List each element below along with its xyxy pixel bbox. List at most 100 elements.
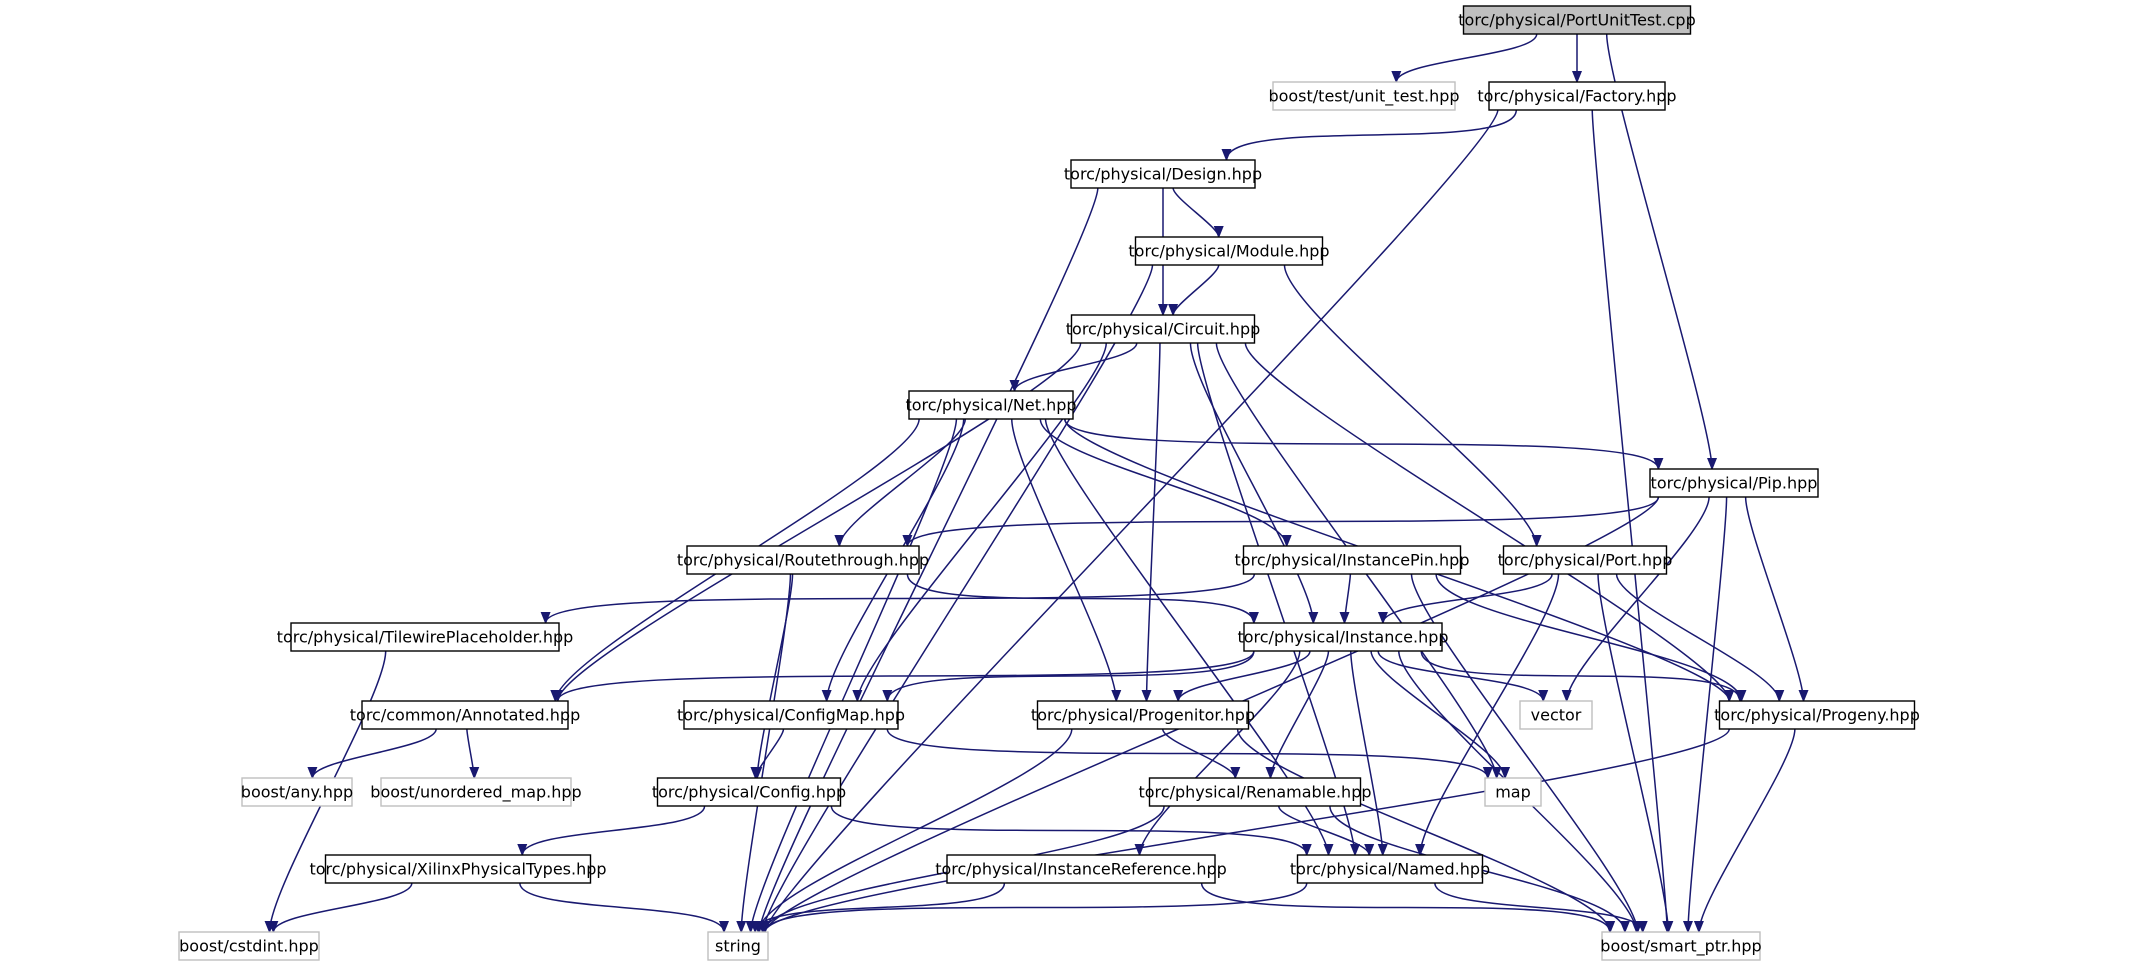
edge-port-to-smart_ptr	[1597, 573, 1668, 932]
edge-xilinx-to-string	[519, 882, 724, 933]
edge-routethrough-to-string	[741, 573, 792, 932]
edge-net-to-routethrough	[839, 418, 967, 547]
node-tilewire[interactable]: torc/physical/TilewirePlaceholder.hpp	[277, 622, 574, 652]
edge-module-to-port	[1283, 264, 1536, 546]
node-net[interactable]: torc/physical/Net.hpp	[905, 390, 1077, 420]
node-label: torc/physical/PortUnitTest.cpp	[1458, 11, 1695, 30]
edge-pip-to-routethrough	[907, 496, 1660, 547]
node-instref[interactable]: torc/physical/InstanceReference.hpp	[935, 854, 1227, 884]
edge-circuit-to-net	[1015, 342, 1138, 392]
node-pip[interactable]: torc/physical/Pip.hpp	[1649, 468, 1819, 498]
edge-factory-to-string	[765, 109, 1499, 933]
node-vector: vector	[1519, 700, 1593, 730]
node-label: torc/physical/Progenitor.hpp	[1031, 706, 1255, 725]
node-xilinx[interactable]: torc/physical/XilinxPhysicalTypes.hpp	[309, 854, 607, 884]
node-label: torc/physical/Progeny.hpp	[1714, 706, 1920, 725]
edge-annotated-to-any	[312, 728, 437, 779]
edge-circuit-to-named	[1196, 342, 1355, 855]
node-configmap[interactable]: torc/physical/ConfigMap.hpp	[677, 700, 905, 730]
node-any: boost/any.hpp	[241, 777, 353, 807]
edge-root-to-pip	[1605, 33, 1712, 469]
edge-instance-to-progeny	[1420, 650, 1740, 702]
edge-instance-to-annotated	[558, 650, 1255, 702]
node-label: string	[715, 937, 761, 956]
node-label: boost/cstdint.hpp	[179, 937, 319, 956]
node-label: vector	[1531, 706, 1582, 725]
edge-progeny-to-smart_ptr	[1699, 728, 1796, 932]
edge-instancepin-to-progeny	[1435, 573, 1741, 702]
edge-progenitor-to-renamable	[1161, 728, 1236, 779]
node-renamable[interactable]: torc/physical/Renamable.hpp	[1138, 777, 1372, 807]
edge-progenitor-to-smart_ptr	[1236, 728, 1611, 933]
node-circuit[interactable]: torc/physical/Circuit.hpp	[1066, 314, 1261, 344]
edge-named-to-smart_ptr	[1434, 882, 1643, 933]
node-smart_ptr: boost/smart_ptr.hpp	[1600, 931, 1762, 961]
node-port[interactable]: torc/physical/Port.hpp	[1498, 545, 1673, 575]
edge-net-to-pip	[1064, 418, 1659, 470]
edge-circuit-to-instance	[1189, 342, 1313, 623]
node-factory[interactable]: torc/physical/Factory.hpp	[1477, 81, 1677, 111]
node-label: torc/physical/InstanceReference.hpp	[935, 860, 1227, 879]
edge-instance-to-named	[1350, 650, 1383, 855]
node-routethrough[interactable]: torc/physical/Routethrough.hpp	[677, 545, 929, 575]
node-unit_test: boost/test/unit_test.hpp	[1268, 81, 1460, 111]
node-label: torc/physical/Port.hpp	[1498, 551, 1673, 570]
node-progenitor[interactable]: torc/physical/Progenitor.hpp	[1031, 700, 1255, 730]
node-annotated[interactable]: torc/common/Annotated.hpp	[350, 700, 580, 730]
edge-instref-to-string	[755, 882, 1006, 933]
node-label: boost/any.hpp	[241, 783, 353, 802]
node-label: torc/physical/Routethrough.hpp	[677, 551, 929, 570]
node-label: torc/physical/Net.hpp	[905, 396, 1076, 415]
node-label: torc/physical/ConfigMap.hpp	[677, 706, 905, 725]
edge-annotated-to-unordered_map	[466, 728, 474, 779]
node-label: torc/physical/TilewirePlaceholder.hpp	[277, 628, 574, 647]
edge-circuit-to-configmap	[857, 342, 1108, 701]
edge-config-to-xilinx	[522, 805, 706, 856]
edge-instance-to-vector	[1377, 650, 1543, 702]
node-progeny[interactable]: torc/physical/Progeny.hpp	[1714, 700, 1920, 730]
edge-instance-to-renamable	[1270, 650, 1330, 779]
edge-configmap-to-config	[755, 728, 785, 779]
node-label: torc/common/Annotated.hpp	[350, 706, 580, 725]
edge-design-to-module	[1172, 187, 1219, 238]
edge-configmap-to-map	[886, 728, 1488, 779]
node-label: torc/physical/Design.hpp	[1064, 165, 1262, 184]
edge-instref-to-smart_ptr	[1200, 882, 1610, 933]
node-label: torc/physical/Instance.hpp	[1237, 628, 1448, 647]
edge-instance-to-progenitor	[1178, 650, 1311, 702]
edge-module-to-circuit	[1173, 264, 1220, 316]
node-label: boost/smart_ptr.hpp	[1600, 937, 1761, 957]
node-label: torc/physical/Renamable.hpp	[1138, 783, 1371, 802]
edge-xilinx-to-cstdint	[273, 882, 413, 933]
node-named[interactable]: torc/physical/Named.hpp	[1290, 854, 1490, 884]
edge-routethrough-to-instance	[906, 573, 1254, 624]
edge-config-to-named	[830, 805, 1306, 856]
edge-named-to-string	[765, 882, 1308, 933]
node-root[interactable]: torc/physical/PortUnitTest.cpp	[1458, 5, 1696, 35]
node-label: torc/physical/XilinxPhysicalTypes.hpp	[309, 860, 606, 879]
node-label: torc/physical/Config.hpp	[652, 783, 846, 802]
node-module[interactable]: torc/physical/Module.hpp	[1128, 236, 1330, 266]
edge-port-to-instance	[1383, 573, 1553, 624]
node-cstdint: boost/cstdint.hpp	[178, 931, 320, 961]
node-instance[interactable]: torc/physical/Instance.hpp	[1237, 622, 1449, 652]
node-instancepin[interactable]: torc/physical/InstancePin.hpp	[1235, 545, 1470, 575]
edge-net-to-instancepin	[1039, 418, 1286, 547]
node-config[interactable]: torc/physical/Config.hpp	[652, 777, 846, 807]
edge-port-to-progeny	[1615, 573, 1780, 702]
edge-factory-to-design	[1226, 109, 1518, 161]
edge-instance-to-configmap	[887, 650, 1255, 702]
edge-net-to-progenitor	[1011, 418, 1117, 701]
edge-renamable-to-named	[1277, 805, 1369, 856]
edge-progeny-to-string	[765, 728, 1730, 933]
edge-progenitor-to-string	[758, 728, 1073, 933]
node-unordered_map: boost/unordered_map.hpp	[370, 777, 582, 807]
node-label: boost/unordered_map.hpp	[370, 783, 581, 803]
node-design[interactable]: torc/physical/Design.hpp	[1064, 159, 1262, 189]
node-label: map	[1495, 783, 1531, 802]
edge-pip-to-smart_ptr	[1688, 496, 1728, 932]
edge-circuit-to-annotated	[558, 342, 1082, 702]
edge-instancepin-to-instance	[1344, 573, 1352, 624]
node-label: torc/physical/Named.hpp	[1290, 860, 1490, 879]
